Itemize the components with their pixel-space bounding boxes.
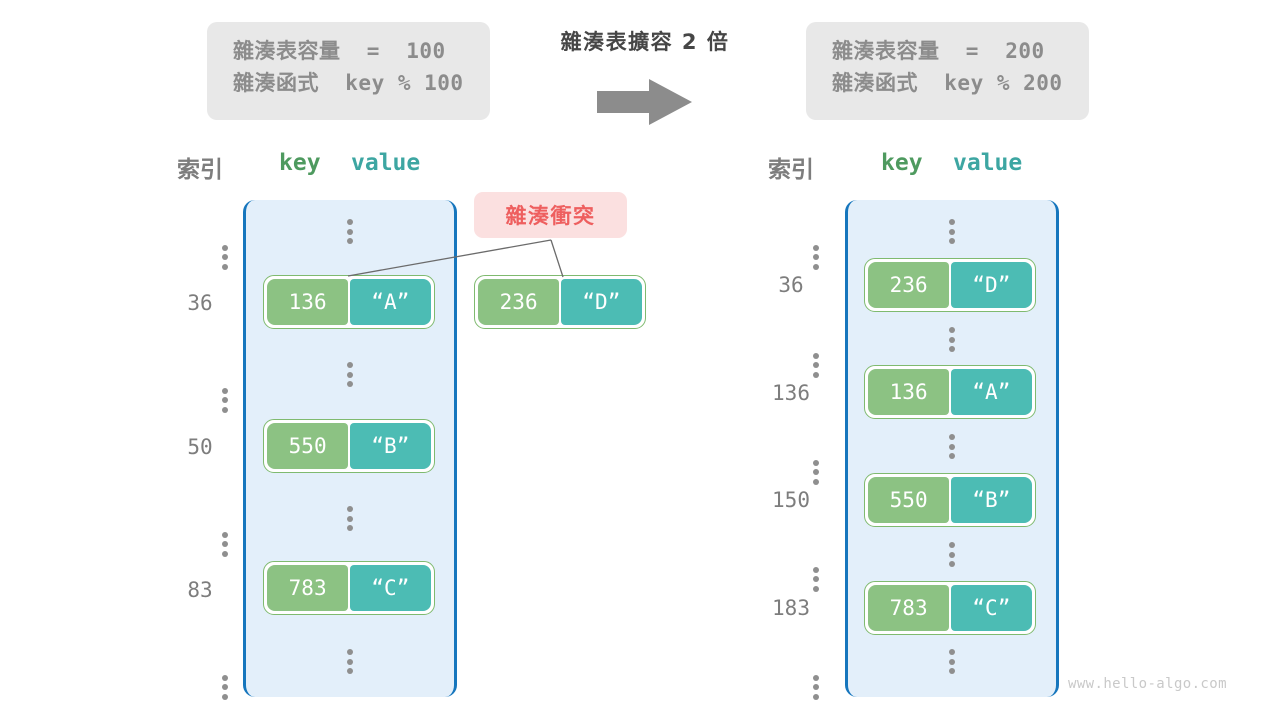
ellipsis-icon — [813, 566, 820, 592]
left-entry-50[interactable]: 550 “B” — [263, 419, 435, 473]
right-entry-150-key: 550 — [868, 477, 950, 523]
collided-entry-236-key: 236 — [478, 279, 560, 325]
capacity-line-before: 雜湊表容量 = 100 — [233, 39, 446, 63]
hash-function-line-before: 雜湊函式 key % 100 — [233, 70, 464, 95]
left-entry-83-key: 783 — [267, 565, 349, 611]
hash-function-line-after: 雜湊函式 key % 200 — [832, 70, 1063, 95]
left-entry-83-value: “C” — [349, 565, 431, 611]
left-row-index-1: 36 — [187, 291, 213, 315]
left-entry-36[interactable]: 136 “A” — [263, 275, 435, 329]
left-entry-36-key: 136 — [267, 279, 349, 325]
ellipsis-icon — [222, 244, 229, 270]
right-entry-183[interactable]: 783 “C” — [864, 581, 1036, 635]
right-key-header: key — [881, 150, 923, 176]
right-row-index-5: 150 — [772, 488, 810, 512]
hash-collision-label: 雜湊衝突 — [505, 204, 596, 228]
left-slot-ellipsis-3 — [346, 649, 353, 674]
left-entry-50-value: “B” — [349, 423, 431, 469]
right-entry-183-key: 783 — [868, 585, 950, 631]
left-entry-36-value: “A” — [349, 279, 431, 325]
right-slot-ellipsis-4 — [948, 649, 955, 674]
site-watermark: www.hello-algo.com — [1068, 676, 1227, 692]
hash-config-box-after: 雜湊表容量 = 200 雜湊函式 key % 200 — [806, 22, 1089, 120]
left-row-index-5: 83 — [187, 578, 213, 602]
left-entry-50-key: 550 — [267, 423, 349, 469]
left-row-index-3: 50 — [187, 435, 213, 459]
right-entry-36-value: “D” — [950, 262, 1032, 308]
hash-collision-badge: 雜湊衝突 — [474, 192, 627, 238]
left-slot-ellipsis-0 — [346, 219, 353, 244]
left-index-header: 索引 — [177, 157, 223, 183]
right-entry-136-value: “A” — [950, 369, 1032, 415]
ellipsis-icon — [222, 674, 229, 700]
arrow-container — [520, 78, 770, 126]
resize-transition: 雜湊表擴容 2 倍 — [520, 26, 770, 126]
capacity-line-after: 雜湊表容量 = 200 — [832, 39, 1045, 63]
collided-entry-236-value: “D” — [560, 279, 642, 325]
left-row-index-0 — [170, 220, 230, 294]
left-slot-ellipsis-1 — [346, 362, 353, 387]
collided-entry-236[interactable]: 236 “D” — [474, 275, 646, 329]
right-row-index-1: 36 — [778, 273, 804, 297]
right-entry-150[interactable]: 550 “B” — [864, 473, 1036, 527]
right-entry-183-value: “C” — [950, 585, 1032, 631]
right-row-index-0 — [752, 220, 830, 294]
ellipsis-icon — [813, 244, 820, 270]
left-value-header: value — [351, 150, 421, 176]
ellipsis-icon — [222, 531, 229, 557]
left-key-header: key — [279, 150, 321, 176]
left-slot-ellipsis-2 — [346, 506, 353, 531]
ellipsis-icon — [813, 674, 820, 700]
left-entry-83[interactable]: 783 “C” — [263, 561, 435, 615]
right-row-index-2 — [752, 328, 830, 402]
right-value-header: value — [953, 150, 1023, 176]
right-entry-150-value: “B” — [950, 477, 1032, 523]
right-row-index-6 — [752, 542, 830, 616]
ellipsis-icon — [813, 459, 820, 485]
right-index-header: 索引 — [768, 157, 814, 183]
right-slot-ellipsis-0 — [948, 219, 955, 244]
right-entry-36[interactable]: 236 “D” — [864, 258, 1036, 312]
right-row-index-8 — [752, 650, 830, 724]
right-row-index-7: 183 — [772, 596, 810, 620]
right-entry-136-key: 136 — [868, 369, 950, 415]
right-arrow-icon — [597, 79, 692, 125]
left-row-index-4 — [170, 507, 230, 581]
ellipsis-icon — [222, 387, 229, 413]
left-row-index-2 — [170, 363, 230, 437]
right-slot-ellipsis-3 — [948, 542, 955, 567]
right-row-index-4 — [752, 435, 830, 509]
right-row-index-3: 136 — [772, 381, 810, 405]
resize-label: 雜湊表擴容 2 倍 — [560, 30, 730, 54]
left-row-index-6 — [170, 650, 230, 724]
right-slot-ellipsis-1 — [948, 327, 955, 352]
hash-config-box-before: 雜湊表容量 = 100 雜湊函式 key % 100 — [207, 22, 490, 120]
right-entry-136[interactable]: 136 “A” — [864, 365, 1036, 419]
right-slot-ellipsis-2 — [948, 434, 955, 459]
right-entry-36-key: 236 — [868, 262, 950, 308]
ellipsis-icon — [813, 352, 820, 378]
